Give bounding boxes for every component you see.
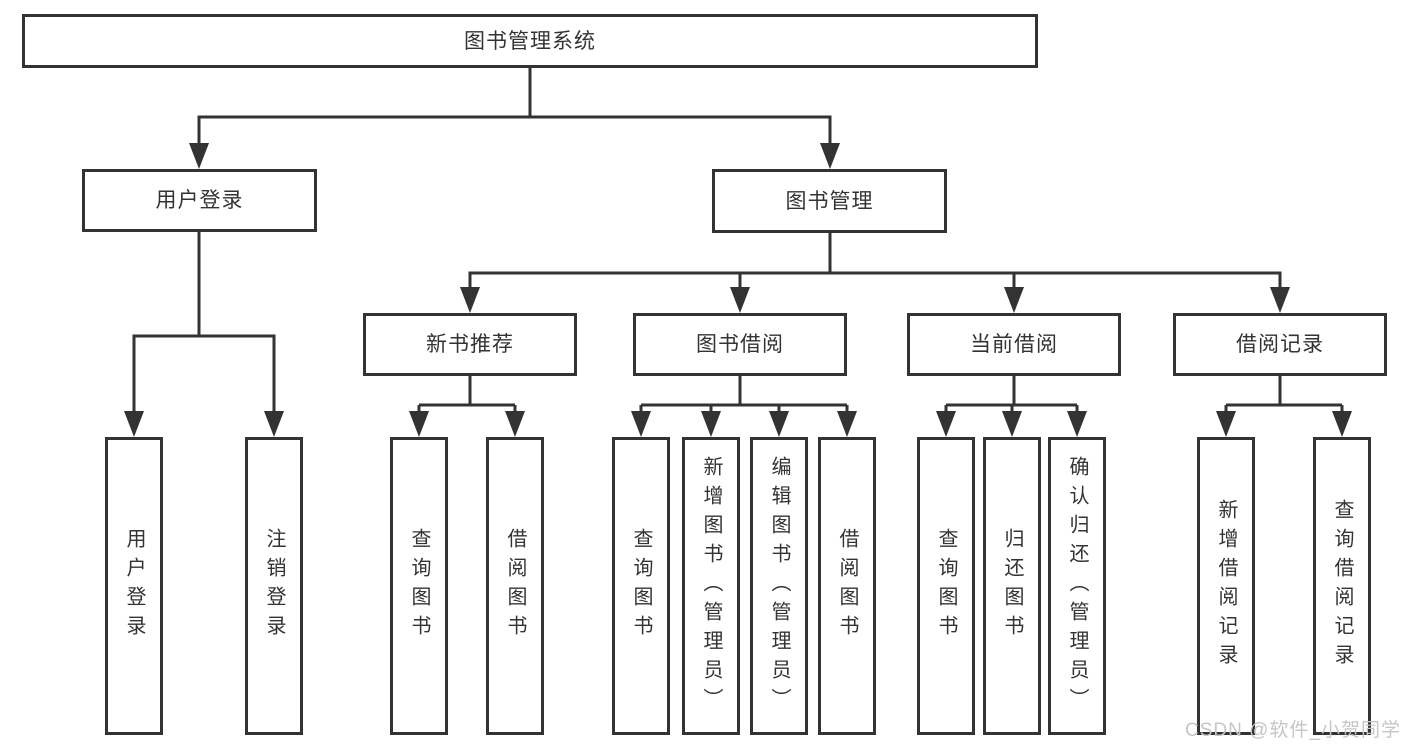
- leaf-add-borrow-record: 新增借阅记录: [1197, 437, 1255, 735]
- leaf-confirm-return-admin: 确认归还（管理员）: [1048, 437, 1106, 735]
- node-label: 用户登录: [155, 189, 244, 212]
- node-label: 确认归还（管理员）: [1066, 455, 1088, 717]
- node-label: 编辑图书（管理员）: [768, 455, 790, 717]
- node-label: 新增借阅记录: [1215, 499, 1237, 673]
- leaf-logout-login: 注销登录: [245, 437, 303, 735]
- node-label: 图书借阅: [696, 333, 784, 356]
- leaf-borrow-books-recommend: 借阅图书: [486, 437, 544, 735]
- node-library-management-system: 图书管理系统: [22, 14, 1038, 68]
- node-label: 新书推荐: [426, 333, 514, 356]
- node-current-borrowing: 当前借阅: [907, 313, 1121, 376]
- node-label: 查询图书: [408, 528, 430, 644]
- node-new-book-recommendation: 新书推荐: [363, 313, 577, 376]
- node-label: 新增图书（管理员）: [700, 455, 722, 717]
- leaf-borrow-books-borrowing: 借阅图书: [818, 437, 876, 735]
- leaf-query-books-recommend: 查询图书: [390, 437, 448, 735]
- watermark: CSDN @软件_小贺同学: [1185, 720, 1401, 741]
- node-label: 注销登录: [263, 528, 285, 644]
- node-label: 图书管理: [785, 189, 874, 213]
- node-label: 图书管理系统: [464, 29, 596, 53]
- leaf-query-books-current: 查询图书: [917, 437, 975, 735]
- leaf-return-books: 归还图书: [983, 437, 1041, 735]
- leaf-query-books-borrowing: 查询图书: [612, 437, 670, 735]
- node-label: 查询图书: [630, 528, 652, 644]
- node-book-management: 图书管理: [712, 169, 947, 233]
- node-user-login: 用户登录: [82, 169, 317, 232]
- leaf-query-borrow-record: 查询借阅记录: [1313, 437, 1371, 735]
- node-book-borrowing: 图书借阅: [633, 313, 847, 376]
- node-label: 归还图书: [1001, 528, 1023, 644]
- node-label: 借阅图书: [504, 528, 526, 644]
- leaf-user-login: 用户登录: [105, 437, 163, 735]
- node-label: 用户登录: [123, 528, 145, 644]
- leaf-add-book-admin: 新增图书（管理员）: [682, 437, 740, 735]
- node-label: 当前借阅: [970, 333, 1058, 356]
- node-label: 查询图书: [935, 528, 957, 644]
- node-label: 查询借阅记录: [1331, 499, 1353, 673]
- node-label: 借阅记录: [1236, 333, 1324, 356]
- node-label: 借阅图书: [836, 528, 858, 644]
- leaf-edit-book-admin: 编辑图书（管理员）: [750, 437, 808, 735]
- node-borrowing-records: 借阅记录: [1173, 313, 1387, 376]
